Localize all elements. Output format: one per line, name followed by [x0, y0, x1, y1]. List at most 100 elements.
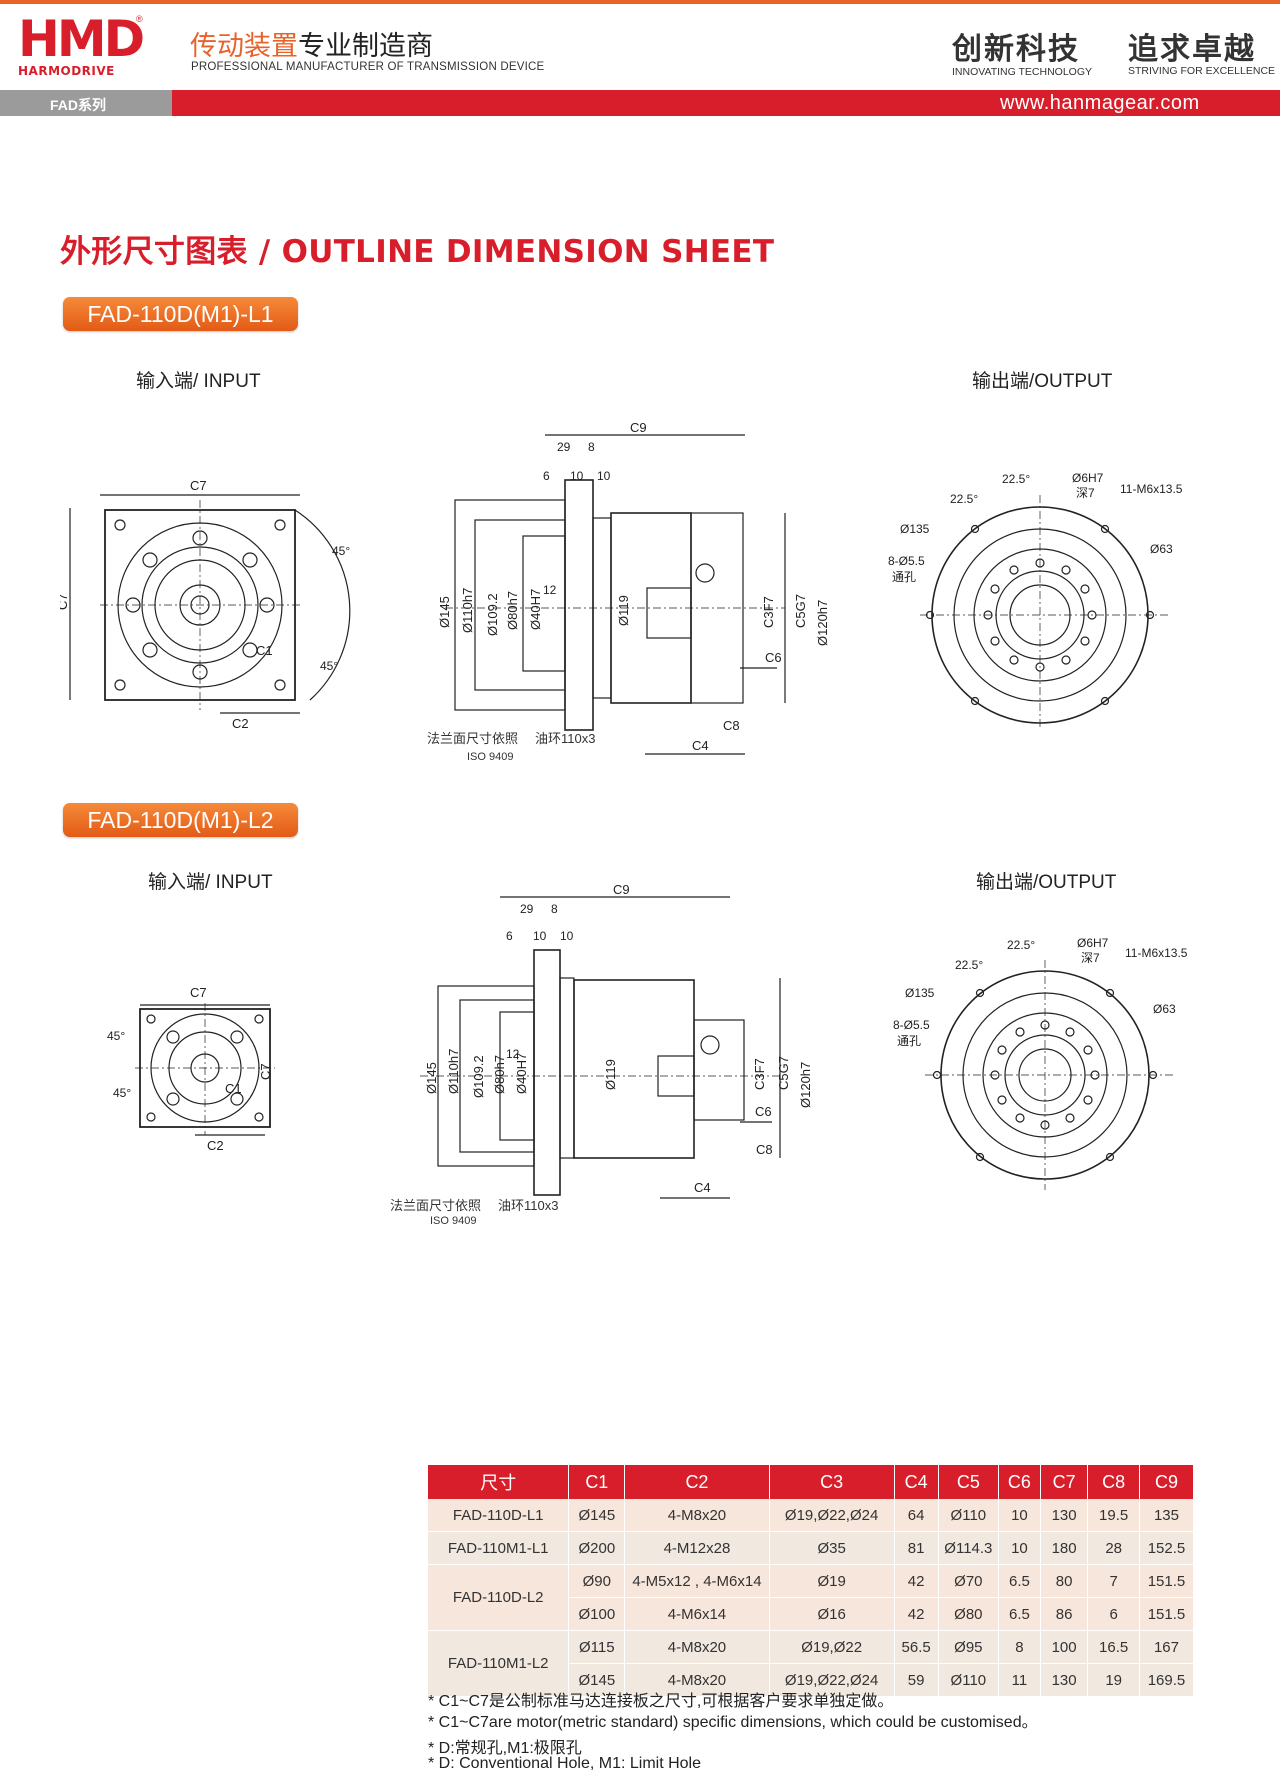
table-cell: 7 — [1087, 1564, 1140, 1598]
through-holes: 8-Ø5.5 — [888, 554, 925, 568]
table-cell: 42 — [894, 1597, 939, 1631]
pin-hole: Ø6H7 — [1077, 936, 1109, 950]
table-cell: Ø145 — [568, 1663, 626, 1697]
header-red-bar — [172, 90, 1280, 116]
table-cell: Ø90 — [568, 1564, 626, 1598]
model-cell: FAD-110M1-L2 — [428, 1630, 570, 1697]
tapped-holes: 11-M6x13.5 — [1125, 946, 1188, 960]
dim-dia119: Ø119 — [603, 1059, 618, 1090]
output-view-l1: 22.5° 22.5° Ø6H7 深7 11-M6x13.5 Ø135 Ø63 … — [888, 471, 1183, 730]
dim-c8: C8 — [756, 1142, 773, 1157]
model-pill-l1: FAD-110D(M1)-L1 — [63, 297, 298, 331]
dim-29: 29 — [557, 440, 571, 454]
col-header: C1 — [568, 1465, 626, 1499]
table-cell: Ø16 — [769, 1597, 895, 1631]
table-cell: 19.5 — [1087, 1499, 1140, 1532]
bolt-holes-inner — [990, 1020, 1100, 1130]
dim-dia109: Ø109.2 — [471, 1055, 486, 1098]
col-header: C5 — [938, 1465, 1000, 1499]
table-cell: Ø145 — [568, 1499, 626, 1532]
angle-22-5-a: 22.5° — [955, 958, 983, 972]
dim-12: 12 — [543, 583, 557, 597]
table-cell: Ø110 — [938, 1499, 1000, 1532]
table-cell: Ø70 — [938, 1564, 1000, 1598]
angle-22-5-b: 22.5° — [1007, 938, 1035, 952]
dim-c8: C8 — [723, 718, 740, 733]
model-cell: FAD-110M1-L1 — [428, 1531, 570, 1565]
dim-10a: 10 — [570, 469, 584, 483]
dim-29: 29 — [520, 902, 534, 916]
angle-45-top: 45° — [332, 544, 350, 558]
bore-63: Ø63 — [1150, 542, 1173, 556]
slogan-innovation: 创新科技 — [952, 32, 1080, 67]
table-row: FAD-110M1-L2 Ø115 4-M8x20 Ø19,Ø22 56.5 Ø… — [428, 1630, 1195, 1697]
top-accent-line — [0, 0, 1280, 4]
note-cn-hole: * D:常规孔,M1:极限孔 — [428, 1740, 582, 1757]
table-cell: 180 — [1040, 1531, 1089, 1565]
through-note: 通孔 — [892, 570, 916, 584]
table-cell: Ø200 — [568, 1531, 626, 1565]
dim-c7-side: C7 — [60, 593, 70, 610]
table-row: FAD-110D-L1 Ø145 4-M8x20 Ø19,Ø22,Ø24 64 … — [428, 1499, 1195, 1532]
table-header-row: 尺寸 C1 C2 C3 C4 C5 C6 C7 C8 C9 — [428, 1465, 1195, 1499]
dim-8: 8 — [551, 902, 558, 916]
brand-logo: HMD HARMODRIVE ® — [18, 14, 148, 82]
note-cn-dimensions: * C1~C7是公制标准马达连接板之尺寸,可根据客户要求单独定做。 — [428, 1693, 894, 1710]
table-cell: 6 — [1087, 1597, 1140, 1631]
table-row: FAD-110D-L2 Ø90 4-M5x12 , 4-M6x14 Ø19 42… — [428, 1564, 1195, 1631]
table-row: Ø100 4-M6x14 Ø16 42 Ø80 6.5 86 6 151.5 — [428, 1597, 1195, 1631]
dim-c7-top: C7 — [190, 985, 207, 1000]
dim-12: 12 — [506, 1047, 520, 1061]
table-cell: 4-M8x20 — [624, 1630, 770, 1664]
dim-c7-side: C7 — [258, 1063, 273, 1080]
dim-dia119: Ø119 — [616, 595, 631, 626]
pin-depth: 深7 — [1076, 486, 1095, 500]
side-view-l1: C9 29 8 6 10 10 Ø145 Ø110h7 Ø109.2 Ø80h7… — [427, 420, 830, 763]
iso-note: ISO 9409 — [430, 1215, 476, 1225]
side-view-l2: C9 29 8 6 10 10 Ø145 Ø110h7 Ø109.2 Ø80h7… — [390, 882, 813, 1225]
note-en-hole: * D: Conventional Hole, M1: Limit Hole — [428, 1755, 702, 1772]
dim-dia110: Ø110h7 — [460, 588, 475, 633]
dim-dia145: Ø145 — [437, 596, 452, 628]
tapped-holes: 11-M6x13.5 — [1120, 482, 1183, 496]
dim-dia80: Ø80h7 — [505, 591, 520, 630]
website-link[interactable]: www.hanmagear.com — [1000, 92, 1200, 114]
input-view-l2: C7 C7 45° 45° C1 C2 — [107, 985, 275, 1153]
pcd-135: Ø135 — [900, 522, 930, 536]
dim-dia110: Ø110h7 — [446, 1049, 461, 1094]
table-cell: 4-M8x20 — [624, 1499, 770, 1532]
dim-dia145: Ø145 — [424, 1062, 439, 1094]
dim-c7-top: C7 — [190, 478, 207, 493]
table-cell: 28 — [1087, 1531, 1140, 1565]
logo-word: HARMODRIVE — [18, 64, 115, 78]
table-cell: 16.5 — [1087, 1630, 1140, 1664]
model-pill-l2: FAD-110D(M1)-L2 — [63, 803, 298, 837]
table-cell: Ø100 — [568, 1597, 626, 1631]
output-label-l1: 输出端/OUTPUT — [972, 371, 1113, 392]
series-label: FAD系列 — [50, 97, 106, 113]
table-cell: 151.5 — [1139, 1564, 1195, 1598]
dim-c6: C6 — [765, 650, 782, 665]
table-cell: 6.5 — [998, 1597, 1041, 1631]
table-cell: 56.5 — [894, 1630, 939, 1664]
dim-8: 8 — [588, 440, 595, 454]
table-cell: 42 — [894, 1564, 939, 1598]
table-cell: 4-M6x14 — [624, 1597, 770, 1631]
dim-dia120: Ø120h7 — [798, 1062, 813, 1108]
flange-note: 法兰面尺寸依照 — [427, 731, 518, 746]
input-view-l1: C7 C7 45° 45° C1 C2 — [60, 478, 350, 730]
table-cell: 167 — [1139, 1630, 1195, 1664]
dim-c4: C4 — [692, 738, 709, 753]
angle-45-bottom: 45° — [320, 659, 338, 673]
table-cell: 100 — [1040, 1630, 1089, 1664]
table-cell: 130 — [1040, 1663, 1089, 1697]
pin-hole: Ø6H7 — [1072, 471, 1104, 485]
table-cell: 64 — [894, 1499, 939, 1532]
dim-dia40: Ø40H7 — [528, 589, 543, 630]
table-cell: 169.5 — [1139, 1663, 1195, 1697]
angle-22-5-a: 22.5° — [950, 492, 978, 506]
table-cell: 4-M12x28 — [624, 1531, 770, 1565]
table-cell: 80 — [1040, 1564, 1089, 1598]
dim-dia80: Ø80h7 — [492, 1055, 507, 1094]
col-header: C7 — [1040, 1465, 1089, 1499]
